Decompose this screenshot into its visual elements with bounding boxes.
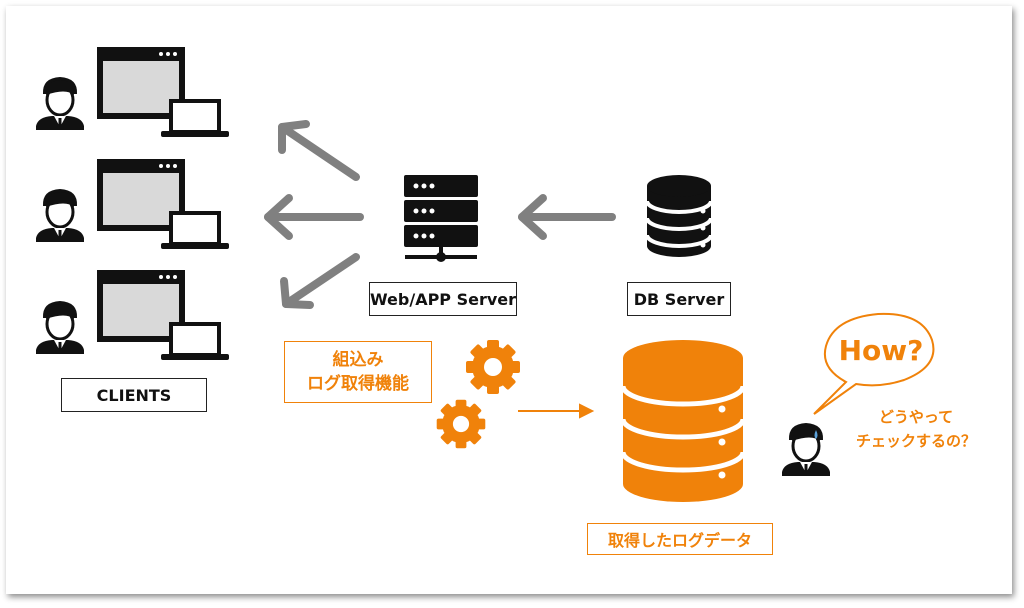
arrow-to-log-data [518,403,595,419]
client-row-2 [34,157,231,251]
gear-icon-large [466,340,520,394]
acquired-log-label: 取得したログデータ [587,523,773,555]
client-row-3 [34,268,231,362]
database-icon [645,175,713,257]
gear-icon-small [436,399,486,449]
builtin-logging-line-1: 組込み [332,350,384,370]
question-text: どうやって チェックするの？ [836,406,996,452]
server-icon [404,175,478,262]
db-server-label: DB Server [627,282,731,316]
question-line-2: チェックするの？ [855,432,976,450]
web-app-server-label: Web/APP Server [369,282,517,316]
arrows-to-clients [264,120,364,309]
client-row-1 [34,45,231,139]
speech-bubble-text: How? [838,333,924,367]
questioning-person-icon [780,421,832,478]
arrow-db-to-web [518,194,616,240]
clients-label: CLIENTS [61,378,207,412]
builtin-logging-line-2: ログ取得機能 [307,374,409,394]
builtin-logging-label: 組込み ログ取得機能 [284,341,432,403]
log-database-icon [620,340,746,502]
question-line-1: どうやって [878,408,954,426]
speech-bubble [813,312,935,415]
